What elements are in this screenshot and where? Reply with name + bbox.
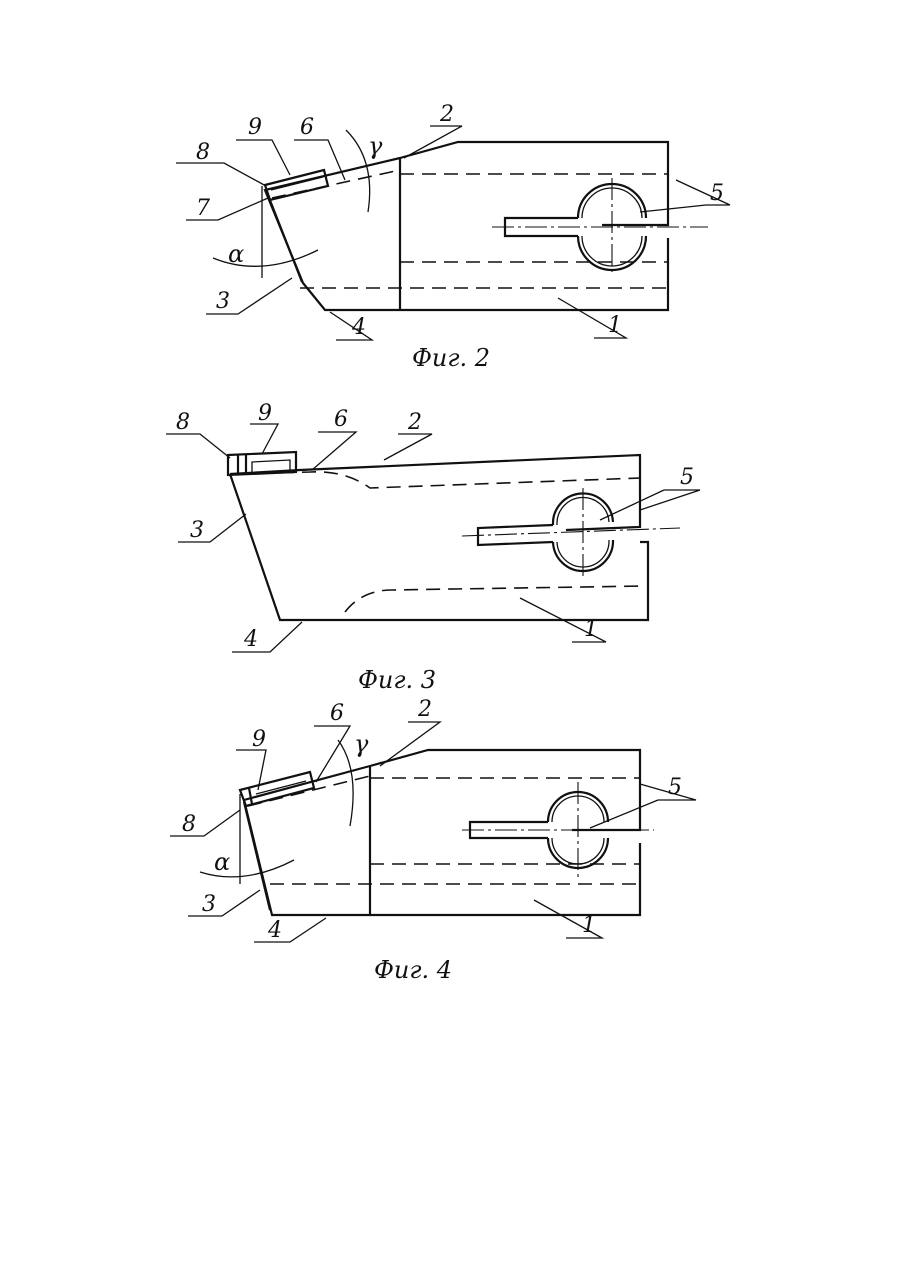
fig2-label-1: 1 — [608, 313, 622, 338]
fig2-angle-alpha: α — [228, 240, 244, 268]
fig2-label-7: 7 — [196, 196, 210, 221]
fig3-caption: Фиг. 3 — [358, 666, 436, 694]
fig4-label-2: 2 — [417, 697, 432, 722]
fig4-label-4: 4 — [267, 918, 282, 943]
fig3-label-1: 1 — [584, 617, 598, 642]
fig2-label-3: 3 — [216, 289, 230, 314]
fig4-label-8: 8 — [182, 812, 196, 837]
fig2-angle-gamma: γ — [368, 132, 383, 160]
fig4-caption: Фиг. 4 — [374, 956, 452, 984]
figure-4: α γ 9 6 2 5 8 3 4 1 Фиг. 4 — [170, 697, 696, 984]
fig2-label-2: 2 — [439, 102, 454, 127]
fig2-label-9: 9 — [248, 115, 262, 140]
fig4-label-1: 1 — [582, 913, 596, 938]
figure-3: 8 9 6 2 5 3 4 1 Фиг. 3 — [166, 401, 700, 694]
fig3-label-2: 2 — [407, 410, 422, 435]
fig4-angle-gamma: γ — [354, 730, 369, 758]
fig2-label-5: 5 — [710, 181, 724, 206]
fig3-label-9: 9 — [258, 401, 272, 426]
fig4-label-5: 5 — [668, 775, 682, 800]
fig3-label-3: 3 — [190, 518, 204, 543]
fig4-label-3: 3 — [202, 892, 216, 917]
fig3-label-8: 8 — [176, 410, 190, 435]
figure-2: α γ 9 6 8 7 2 5 3 4 1 Фиг. 2 — [176, 102, 730, 372]
fig4-label-9: 9 — [252, 727, 266, 752]
fig3-label-5: 5 — [680, 465, 694, 490]
fig2-holder-body — [265, 142, 668, 310]
fig3-label-4: 4 — [243, 627, 258, 652]
fig3-label-6: 6 — [334, 407, 348, 432]
fig4-label-6: 6 — [330, 701, 344, 726]
fig4-angle-alpha: α — [214, 848, 230, 876]
fig2-label-4: 4 — [351, 315, 366, 340]
fig2-insert — [265, 170, 328, 200]
fig2-label-6: 6 — [300, 115, 314, 140]
fig2-caption: Фиг. 2 — [412, 344, 490, 372]
fig2-label-8: 8 — [196, 140, 210, 165]
